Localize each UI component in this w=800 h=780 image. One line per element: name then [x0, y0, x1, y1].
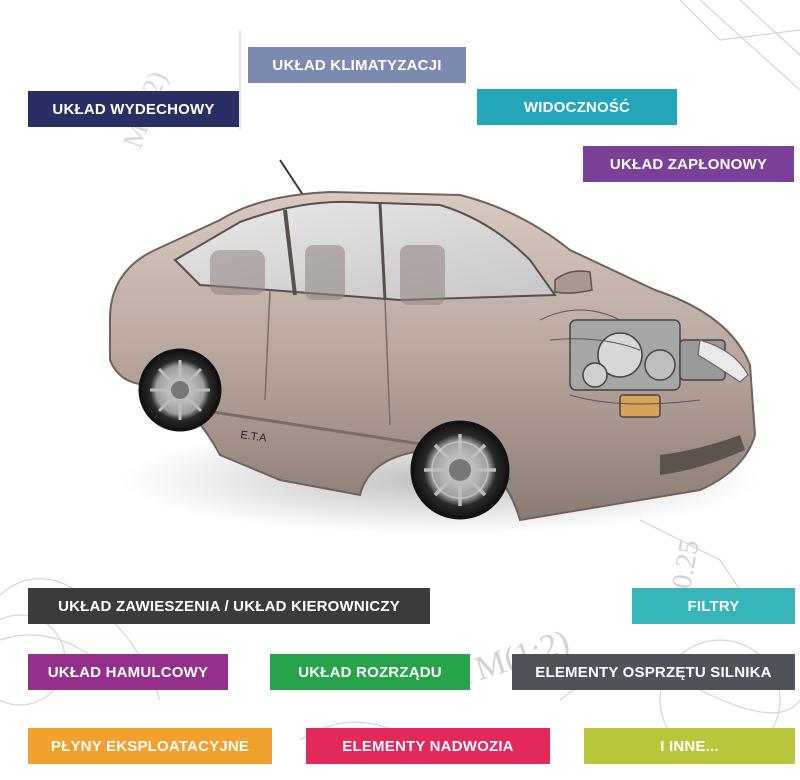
category-filters-label: FILTRY — [687, 597, 740, 615]
category-timing-button[interactable]: UKŁAD ROZRZĄDU — [270, 654, 470, 690]
category-brakes-label: UKŁAD HAMULCOWY — [47, 663, 209, 681]
category-brakes-button[interactable]: UKŁAD HAMULCOWY — [28, 654, 228, 690]
category-body-parts-button[interactable]: ELEMENTY NADWOZIA — [306, 728, 550, 764]
category-other-button[interactable]: I INNE... — [584, 728, 795, 764]
car-cutaway-illustration: E.T.A — [109, 159, 760, 535]
category-exhaust-label: UKŁAD WYDECHOWY — [52, 100, 215, 118]
category-timing-label: UKŁAD ROZRZĄDU — [298, 663, 442, 681]
category-fluids-button[interactable]: PŁYNY EKSPLOATACYJNE — [28, 728, 272, 764]
category-exhaust-button[interactable]: UKŁAD WYDECHOWY — [28, 91, 239, 127]
category-engine-parts-label: ELEMENTY OSPRZĘTU SILNIKA — [535, 663, 772, 681]
category-climate-button[interactable]: UKŁAD KLIMATYZACJI — [248, 47, 466, 83]
category-visibility-label: WIDOCZNOŚĆ — [523, 98, 631, 116]
category-ignition-label: UKŁAD ZAPŁONOWY — [609, 155, 768, 173]
category-suspension-button[interactable]: UKŁAD ZAWIESZENIA / UKŁAD KIEROWNICZY — [28, 588, 430, 624]
category-other-label: I INNE... — [660, 737, 719, 755]
car-badge: E.T.A — [240, 429, 268, 445]
category-filters-button[interactable]: FILTRY — [632, 588, 795, 624]
category-suspension-label: UKŁAD ZAWIESZENIA / UKŁAD KIEROWNICZY — [58, 597, 400, 615]
category-visibility-button[interactable]: WIDOCZNOŚĆ — [477, 89, 677, 125]
category-fluids-label: PŁYNY EKSPLOATACYJNE — [50, 737, 250, 755]
category-body-parts-label: ELEMENTY NADWOZIA — [342, 737, 514, 755]
category-climate-label: UKŁAD KLIMATYZACJI — [272, 56, 442, 74]
category-engine-parts-button[interactable]: ELEMENTY OSPRZĘTU SILNIKA — [512, 654, 795, 690]
category-ignition-button[interactable]: UKŁAD ZAPŁONOWY — [583, 146, 794, 182]
